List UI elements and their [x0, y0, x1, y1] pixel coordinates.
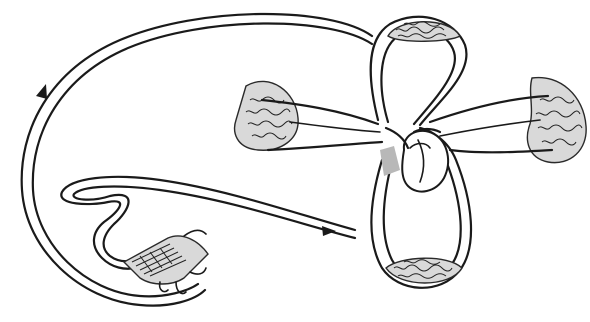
right-bed-vessel-bottom [450, 150, 552, 152]
left-capillary-bed [235, 81, 382, 150]
flow-arrow-right-icon [322, 226, 336, 236]
heart-junction-shade [380, 146, 400, 176]
right-bed-vessel-mid [440, 120, 540, 136]
heart [380, 128, 448, 192]
systemic-return-vessel [61, 177, 355, 269]
systemic-return-vessel-inner [74, 187, 355, 262]
upper-loop-vessel-inner [381, 29, 455, 124]
heart-icon [402, 131, 448, 192]
flow-arrow-up-icon [36, 84, 47, 99]
intestine-top-wire [184, 230, 206, 236]
left-bed-body [235, 81, 299, 150]
right-capillary-bed [430, 78, 586, 163]
intestine-organ [124, 230, 208, 293]
left-bed-vessel-mid [290, 122, 380, 132]
